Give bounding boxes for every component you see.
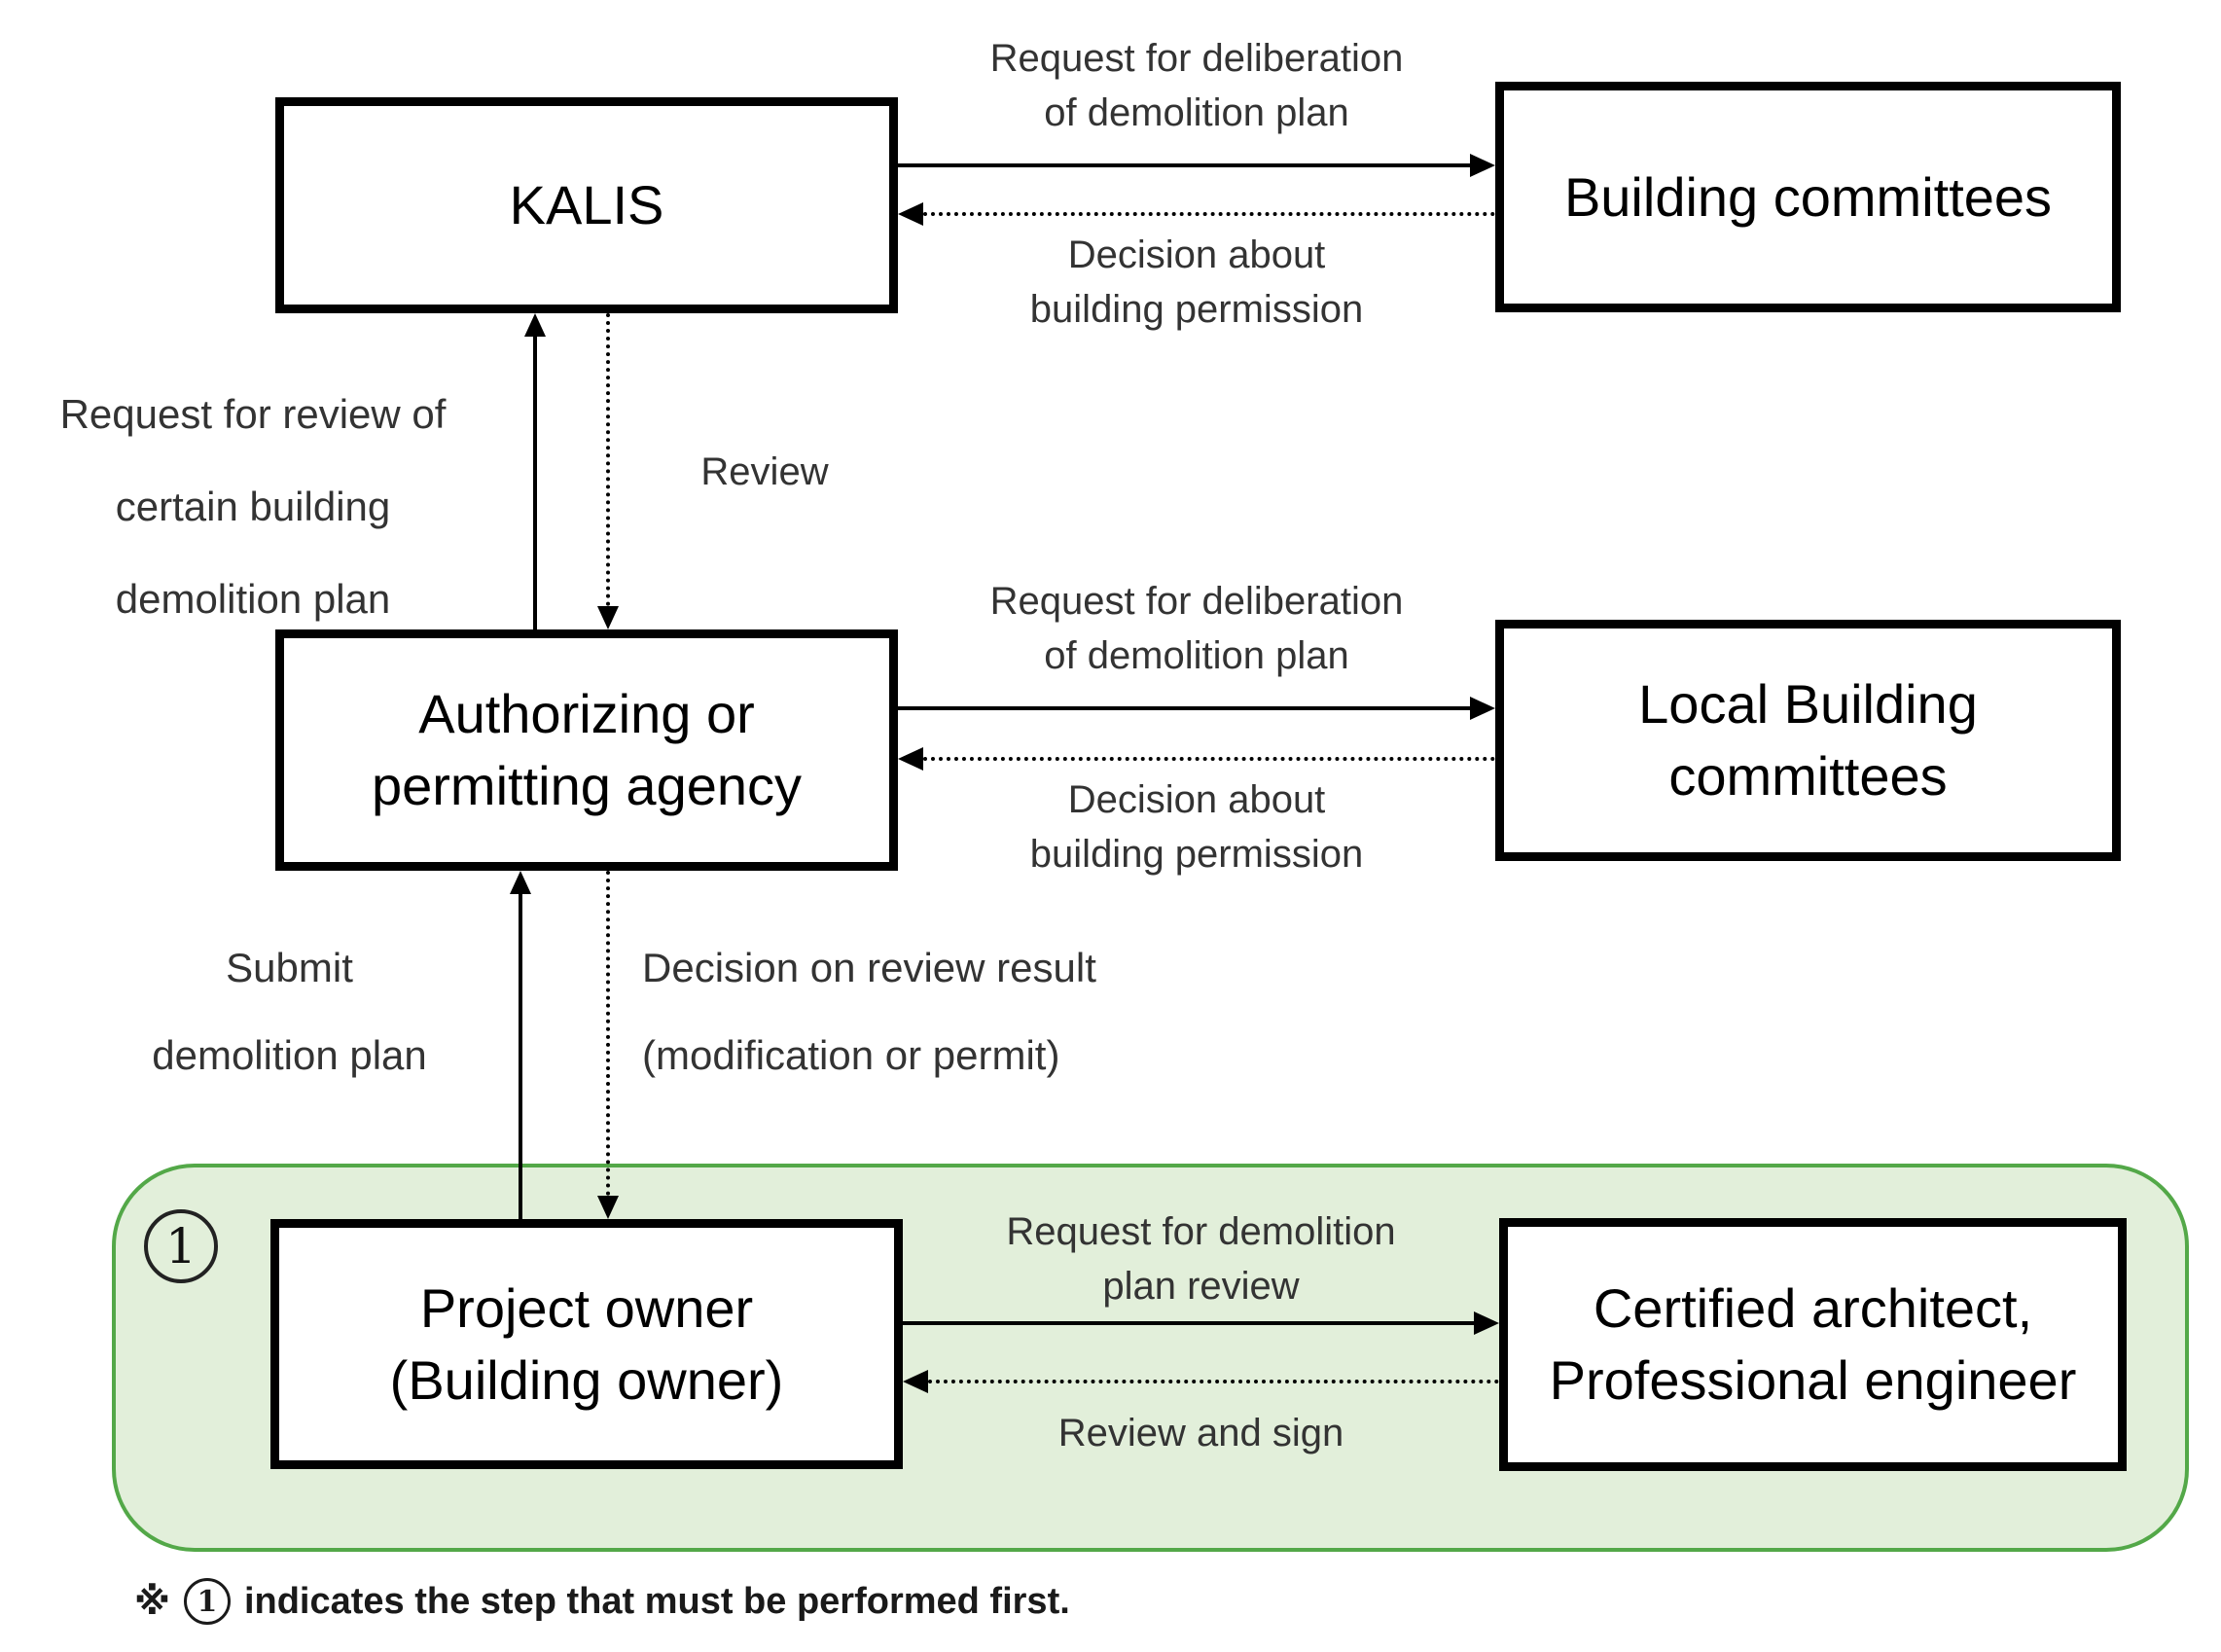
arrow-owner-to-architect-head [1474,1311,1499,1335]
arrow-architect-to-owner-head [903,1370,928,1393]
arrow-kalis-to-agency-line [606,313,610,606]
step-1-badge-number: 1 [165,1218,197,1275]
arrow-kalis-to-agency-head [597,606,619,629]
label-request-deliberation-middle: Request for deliberation of demolition p… [989,580,1404,677]
label-decision-on-review-result: Decision on review result (modification … [642,945,1096,1078]
node-building-committees: Building committees [1495,82,2121,312]
arrow-agency-to-kalis-head [524,313,546,337]
arrow-agency-to-owner-head [597,1196,619,1219]
arrow-kalis-to-building-committees-line [898,163,1474,167]
label-request-demolition-plan-review: Request for demolition plan review [1006,1210,1396,1308]
node-authorizing-agency: Authorizing or permitting agency [275,629,898,871]
label-review-and-sign: Review and sign [1057,1412,1344,1454]
arrow-agency-to-kalis-line [533,337,537,629]
label-decision-building-permission-top: Decision about building permission [1029,233,1364,331]
footnote-text: indicates the step that must be performe… [243,1580,1070,1622]
node-kalis: KALIS [275,97,898,313]
reference-mark: ※ [134,1580,170,1623]
arrow-building-committees-to-kalis-line [923,212,1495,216]
label-request-deliberation-top: Request for deliberation of demolition p… [989,37,1404,134]
label-decision-building-permission-middle: Decision about building permission [1029,778,1364,876]
arrow-building-committees-to-kalis-head [898,202,923,226]
label-submit-demolition-plan: Submit demolition plan [152,945,427,1078]
arrow-architect-to-owner-line [928,1380,1499,1383]
label-request-review-certain-building: Request for review of certain building d… [59,391,447,622]
arrow-local-committees-to-agency-head [898,747,923,771]
arrow-owner-to-agency-line [519,894,522,1219]
step-1-badge: 1 [144,1209,218,1283]
arrow-local-committees-to-agency-line [923,757,1495,761]
node-project-owner: Project owner (Building owner) [270,1219,903,1469]
node-certified-architect: Certified architect, Professional engine… [1499,1218,2127,1471]
footnote: ※ 1 indicates the step that must be perf… [134,1578,1070,1625]
label-review: Review [700,450,829,493]
arrow-kalis-to-building-committees-head [1470,154,1495,177]
node-local-building-committees: Local Building committees [1495,620,2121,861]
arrow-agency-to-owner-line [606,871,610,1196]
arrow-owner-to-architect-line [903,1321,1474,1325]
arrow-agency-to-local-committees-head [1470,697,1495,720]
footnote-step-1-badge: 1 [183,1578,231,1625]
arrow-agency-to-local-committees-line [898,706,1474,710]
arrow-owner-to-agency-head [510,871,531,894]
